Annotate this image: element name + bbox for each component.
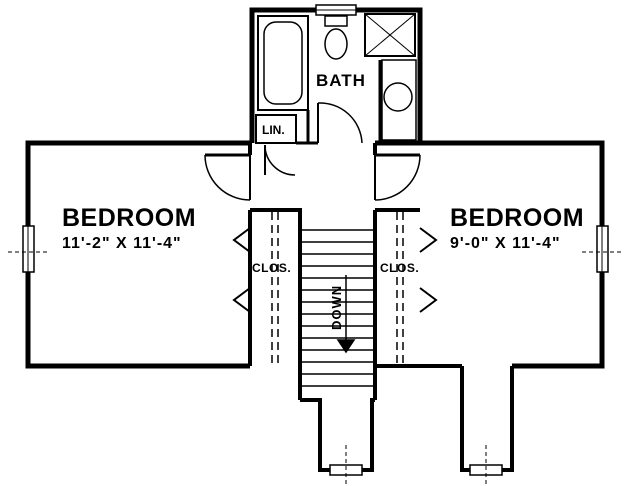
- bedroom-right-dimensions: 9'-0" X 11'-4": [450, 235, 561, 252]
- toilet-bowl: [324, 28, 348, 60]
- bottom-window-right: [469, 445, 503, 486]
- right-bedroom-door: [374, 154, 421, 201]
- stair-arrow-icon: [336, 339, 356, 354]
- left-window: [8, 225, 48, 273]
- sink-basin: [383, 82, 413, 112]
- wall-left-bedroom: [25, 140, 250, 369]
- bath-window: [315, 4, 357, 16]
- bottom-window-left: [329, 445, 363, 486]
- closet-doors: [232, 227, 438, 313]
- stairs: [300, 229, 375, 387]
- toilet-tank: [324, 15, 348, 27]
- linen-door: [264, 144, 296, 176]
- bath-label: BATH: [316, 71, 366, 90]
- bath-fixtures: [257, 13, 417, 143]
- bathtub: [257, 15, 309, 111]
- stair-direction-label: DOWN: [329, 285, 344, 330]
- bedroom-right-label: BEDROOM: [450, 204, 584, 232]
- vanity: [381, 59, 417, 141]
- left-bedroom-door: [204, 154, 251, 201]
- linen-label: LIN.: [262, 123, 285, 137]
- closet-left-label: CLOS.: [252, 261, 291, 275]
- wall-right-bedroom: [375, 140, 605, 369]
- exterior-walls: [25, 7, 605, 369]
- shower: [364, 13, 416, 57]
- linen-closet: [255, 114, 297, 144]
- right-window: [582, 225, 622, 273]
- closet-right-label: CLOS.: [380, 261, 419, 275]
- bath-door: [317, 102, 363, 144]
- bedroom-left-label: BEDROOM: [62, 204, 196, 232]
- interior-walls: [205, 141, 514, 472]
- bedroom-left-dimensions: 11'-2" X 11'-4": [62, 235, 182, 252]
